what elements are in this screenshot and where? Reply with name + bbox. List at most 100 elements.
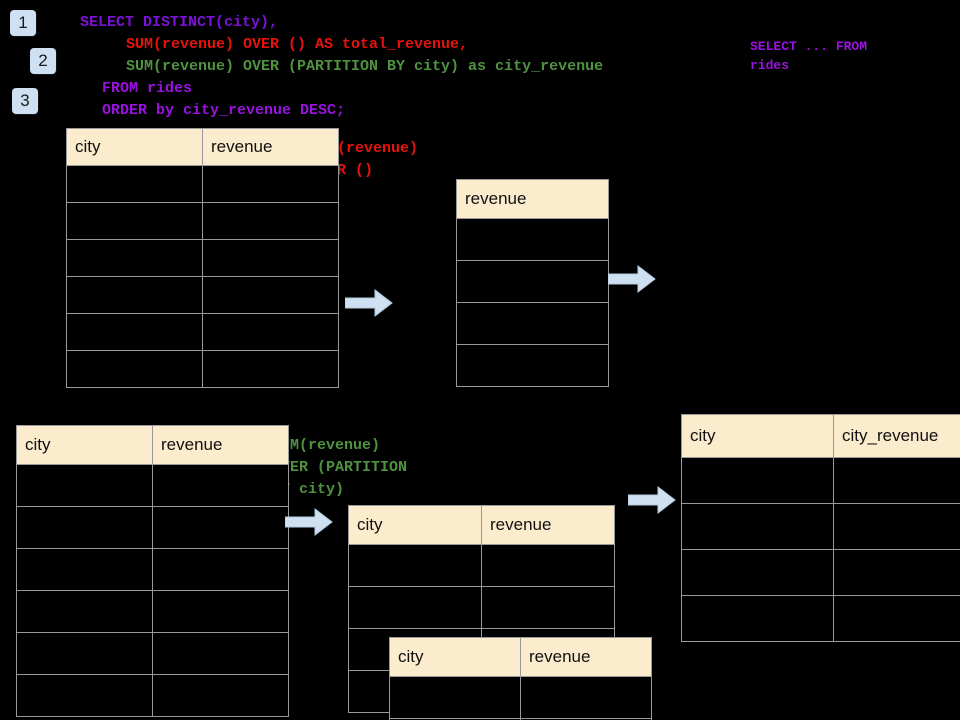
table-cell [66, 276, 203, 314]
table-cell [66, 313, 203, 351]
table-row [66, 276, 339, 314]
sql-line-2: SUM(revenue) OVER () AS total_revenue, [126, 36, 469, 53]
table-cell [152, 506, 289, 549]
table-cell [66, 202, 203, 240]
table-cell [520, 676, 652, 719]
column-header: city [348, 505, 482, 545]
table-cell [833, 595, 960, 642]
arrow-shape-icon [608, 265, 656, 293]
table-cell [16, 464, 153, 507]
table-cell [348, 586, 482, 629]
table-cell [16, 674, 153, 717]
sql-line-1: SELECT DISTINCT(city), [80, 14, 279, 31]
table-row [681, 457, 960, 504]
table-header-row: revenue [456, 179, 609, 219]
arrow-shape-icon [345, 289, 393, 317]
step-badge-3: 3 [12, 88, 38, 114]
table-row [456, 344, 609, 387]
arrow-shape-icon [285, 508, 333, 536]
table-cell [202, 313, 339, 351]
table-cell [681, 595, 834, 642]
table-cell [152, 548, 289, 591]
table-cell [66, 165, 203, 203]
table-row [389, 718, 652, 720]
column-header: revenue [520, 637, 652, 677]
table-row [16, 464, 289, 507]
table-row [66, 313, 339, 351]
table-cell [681, 549, 834, 596]
table-row [16, 590, 289, 633]
sql-query-block: SELECT DISTINCT(city), SUM(revenue) OVER … [80, 12, 603, 122]
table-cell [66, 239, 203, 277]
sql-line-5: ORDER by city_revenue DESC; [102, 102, 346, 119]
table-row [681, 503, 960, 550]
table-cell [202, 239, 339, 277]
table-cell [152, 590, 289, 633]
column-header: revenue [202, 128, 339, 166]
table-row [66, 202, 339, 240]
table-row [66, 350, 339, 388]
column-header: city [681, 414, 834, 458]
table-cell [16, 632, 153, 675]
table-cell [520, 718, 652, 720]
table-cell [16, 590, 153, 633]
table-cell [456, 218, 609, 261]
table-cell [481, 544, 615, 587]
table-cell [348, 544, 482, 587]
table-cell [681, 457, 834, 504]
table-row [348, 586, 615, 629]
table-row [66, 165, 339, 203]
table-cell [152, 632, 289, 675]
column-header: revenue [456, 179, 609, 219]
table-row [16, 674, 289, 717]
column-header: revenue [152, 425, 289, 465]
table-cell [16, 548, 153, 591]
table-cell [202, 202, 339, 240]
table-cell [389, 676, 521, 719]
table-cell [456, 302, 609, 345]
table-row [456, 302, 609, 345]
arrow-source-to-partition [285, 508, 333, 536]
table-row [456, 218, 609, 261]
table-row [681, 595, 960, 642]
table-cell [152, 674, 289, 717]
table-row [681, 549, 960, 596]
column-header: revenue [481, 505, 615, 545]
table-cell [481, 586, 615, 629]
sum-over-partition-annotation: SUM(revenue) OVER (PARTITION BY city) [272, 437, 408, 498]
table-cell [456, 260, 609, 303]
column-header: city_revenue [833, 414, 960, 458]
table-cell [202, 350, 339, 388]
table-row [66, 239, 339, 277]
table-cell [833, 457, 960, 504]
table-cell [833, 549, 960, 596]
arrow-partition-to-result [628, 486, 676, 514]
table-cell [456, 344, 609, 387]
table-row [389, 676, 652, 719]
table-cell [202, 276, 339, 314]
table-cell [16, 506, 153, 549]
table-row [16, 506, 289, 549]
sql-line-3: SUM(revenue) OVER (PARTITION BY city) as… [126, 58, 604, 75]
arrow-total-to-result [608, 265, 656, 293]
table-row [456, 260, 609, 303]
arrow-source-to-total [345, 289, 393, 317]
table-row [16, 632, 289, 675]
column-header: city [16, 425, 153, 465]
table-row [348, 544, 615, 587]
table-cell [66, 350, 203, 388]
table-cell [833, 503, 960, 550]
arrow-shape-icon [628, 486, 676, 514]
table-cell [681, 503, 834, 550]
total-revenue-table: revenue [456, 179, 609, 387]
table-row [16, 548, 289, 591]
